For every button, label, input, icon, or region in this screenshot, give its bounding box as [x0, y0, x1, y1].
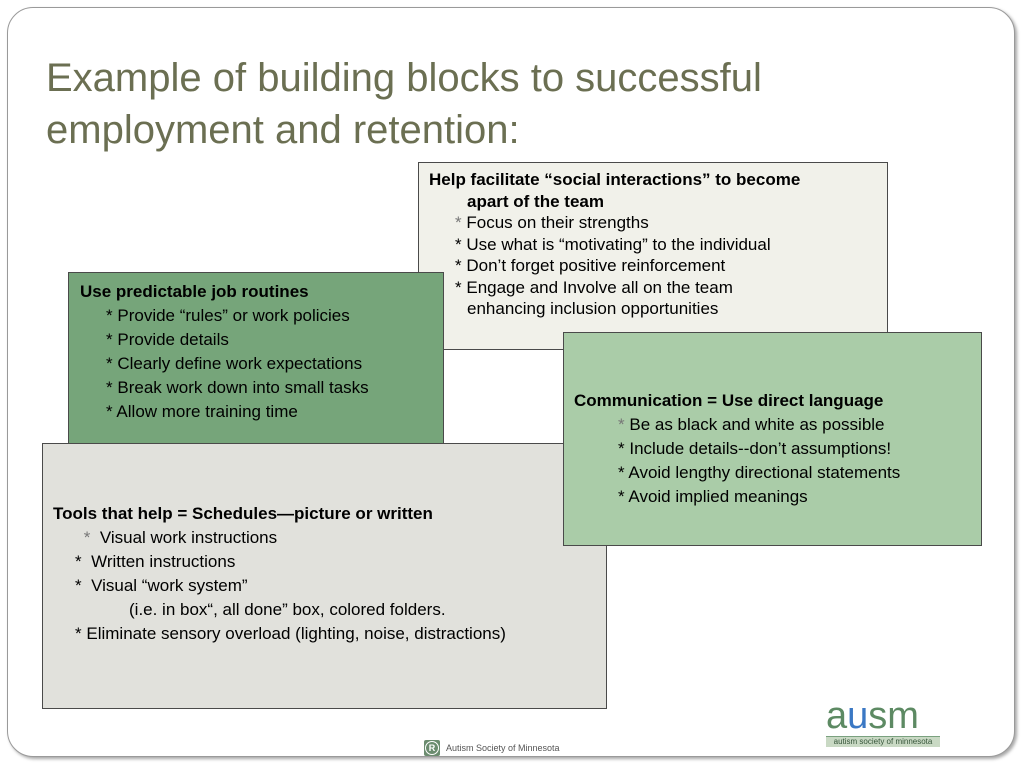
list-item: * Visual work instructions	[83, 528, 278, 547]
slide-title: Example of building blocks to successful…	[46, 52, 926, 156]
list-item: * Allow more training time	[106, 402, 298, 421]
list-item-continuation: (i.e. in box“, all done” box, colored fo…	[129, 600, 446, 619]
footer: R Autism Society of Minnesota	[424, 740, 560, 756]
list-item: * Avoid implied meanings	[618, 487, 808, 506]
list-item: * Use what is “motivating” to the indivi…	[455, 234, 771, 254]
list-item: * Don’t forget positive reinforcement	[455, 256, 726, 275]
list-item: * Written instructions	[75, 552, 236, 571]
tools-box: Tools that help = Schedules—picture or w…	[42, 443, 607, 709]
logo-wordmark: ausm	[826, 695, 919, 737]
list-item: * Include details--don’t assumptions!	[618, 439, 892, 458]
comm-head: Communication = Use direct language	[574, 391, 884, 410]
social-head-line-1: Help facilitate “social interactions” to…	[429, 170, 801, 189]
title-line-2: employment and retention:	[46, 108, 520, 152]
list-item: * Focus on their strengths	[455, 213, 649, 232]
list-item: * Visual “work system”	[75, 576, 248, 595]
social-head-line-2: apart of the team	[467, 191, 604, 211]
list-item: * Provide details	[106, 330, 229, 349]
social-interactions-box: Help facilitate “social interactions” to…	[418, 162, 888, 350]
communication-box: Communication = Use direct language * Be…	[563, 332, 982, 546]
tools-head: Tools that help = Schedules—picture or w…	[53, 504, 433, 523]
list-item: * Clearly define work expectations	[106, 354, 363, 373]
list-item: * Eliminate sensory overload (lighting, …	[75, 624, 506, 643]
logo-subtitle: autism society of minnesota	[826, 736, 940, 747]
list-item: * Engage and Involve all on the team	[455, 277, 733, 297]
list-item: * Avoid lengthy directional statements	[618, 463, 901, 482]
registered-icon: R	[424, 740, 440, 756]
routines-head: Use predictable job routines	[80, 282, 309, 301]
list-item: * Be as black and white as possible	[618, 415, 885, 434]
footer-text: Autism Society of Minnesota	[446, 743, 560, 753]
list-item: * Break work down into small tasks	[106, 378, 369, 397]
list-item-continuation: enhancing inclusion opportunities	[467, 299, 719, 318]
ausm-logo-icon: ausm autism society of minnesota	[826, 695, 940, 747]
job-routines-box: Use predictable job routines * Provide “…	[68, 272, 444, 447]
title-line-1: Example of building blocks to successful	[46, 56, 762, 100]
list-item: * Provide “rules” or work policies	[106, 306, 350, 325]
